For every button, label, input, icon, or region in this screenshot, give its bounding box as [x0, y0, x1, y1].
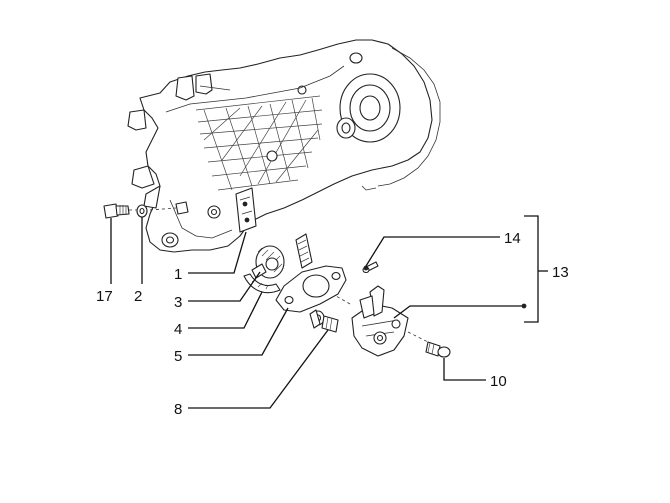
crankcase-housing — [127, 39, 441, 253]
callout-labels: 1 3 4 5 8 17 2 14 13 10 — [96, 230, 569, 418]
part-3-drive-gear — [251, 245, 285, 279]
part-8-bolt — [309, 309, 339, 333]
part-17-screw — [103, 203, 142, 219]
leader-lines — [110, 215, 548, 409]
callout-1: 1 — [174, 266, 182, 283]
callout-13: 13 — [552, 264, 569, 281]
callout-14: 14 — [504, 230, 521, 247]
callout-10: 10 — [490, 373, 507, 390]
pinion-gear — [295, 233, 313, 269]
callout-17: 17 — [96, 288, 113, 305]
part-5-gasket-plate — [275, 265, 347, 313]
callout-2: 2 — [134, 288, 142, 305]
part-13-oil-pump-assembly — [335, 285, 433, 357]
callout-3: 3 — [174, 294, 182, 311]
part-2-nut — [136, 204, 148, 218]
callout-5: 5 — [174, 348, 182, 365]
part-10-screw — [425, 341, 451, 358]
callout-4: 4 — [174, 321, 182, 338]
callout-8: 8 — [174, 401, 182, 418]
